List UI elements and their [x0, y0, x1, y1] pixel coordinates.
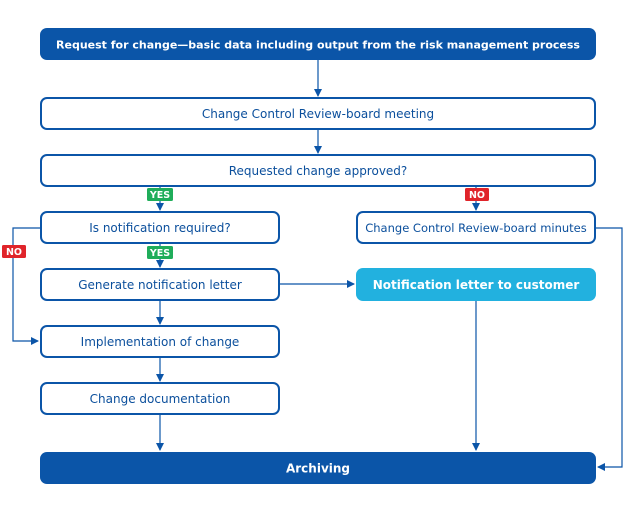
badge-yes-notification: YES — [147, 246, 173, 259]
node-letter-to-customer-label: Notification letter to customer — [373, 278, 580, 292]
node-generate-letter: Generate notification letter — [40, 268, 280, 301]
node-implementation-label: Implementation of change — [81, 335, 240, 349]
node-documentation: Change documentation — [40, 382, 280, 415]
node-archiving-label: Archiving — [286, 462, 350, 476]
node-review-meeting: Change Control Review-board meeting — [40, 97, 596, 130]
node-archiving: Archiving — [40, 452, 596, 484]
node-board-minutes-label: Change Control Review-board minutes — [365, 221, 587, 235]
node-letter-to-customer: Notification letter to customer — [356, 268, 596, 301]
node-approved: Requested change approved? — [40, 154, 596, 187]
badge-no-notification: NO — [2, 245, 26, 258]
node-review-meeting-label: Change Control Review-board meeting — [202, 107, 434, 121]
arrow-notification-no-to-implementation — [12, 227, 40, 345]
node-generate-letter-label: Generate notification letter — [78, 278, 242, 292]
badge-yes-approved-label: YES — [149, 190, 170, 201]
node-request-label: Request for change—basic data including … — [56, 39, 580, 52]
arrow-minutes-to-archiving — [596, 227, 623, 471]
badge-no-approved: NO — [465, 188, 489, 201]
badge-no-notification-label: NO — [6, 247, 22, 258]
node-implementation: Implementation of change — [40, 325, 280, 358]
node-notification-required-label: Is notification required? — [89, 221, 231, 235]
badge-yes-notification-label: YES — [149, 248, 170, 259]
node-board-minutes: Change Control Review-board minutes — [356, 211, 596, 244]
badge-yes-approved: YES — [147, 188, 173, 201]
node-documentation-label: Change documentation — [90, 392, 231, 406]
node-notification-required: Is notification required? — [40, 211, 280, 244]
node-request: Request for change—basic data including … — [40, 28, 596, 60]
badge-no-approved-label: NO — [469, 190, 485, 201]
node-approved-label: Requested change approved? — [229, 164, 408, 178]
